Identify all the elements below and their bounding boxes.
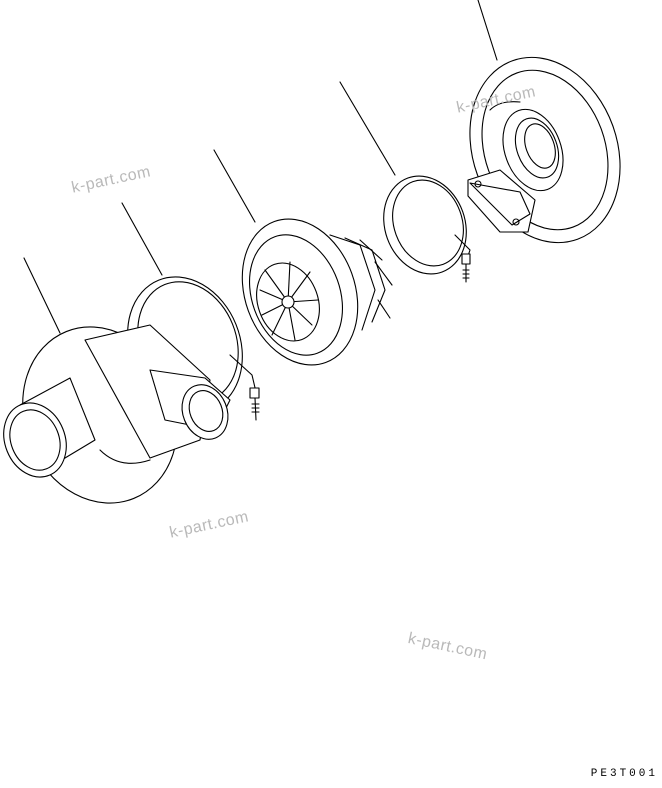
turbine-housing: [467, 56, 621, 244]
drawing-code: PE3T001: [590, 768, 658, 780]
compressor-wheel: [259, 261, 319, 341]
leader-line-turbine-housing: [477, 0, 498, 61]
turbine-clamp: [383, 175, 471, 283]
leader-line-compressor-clamp: [121, 202, 163, 276]
cartridge-assembly: [241, 218, 393, 366]
compressor-housing: [3, 324, 231, 504]
leader-lines: [23, 0, 498, 334]
leader-line-turbine-clamp: [339, 81, 396, 176]
leader-line-compressor-housing: [23, 257, 61, 334]
leader-line-cartridge: [213, 149, 256, 223]
